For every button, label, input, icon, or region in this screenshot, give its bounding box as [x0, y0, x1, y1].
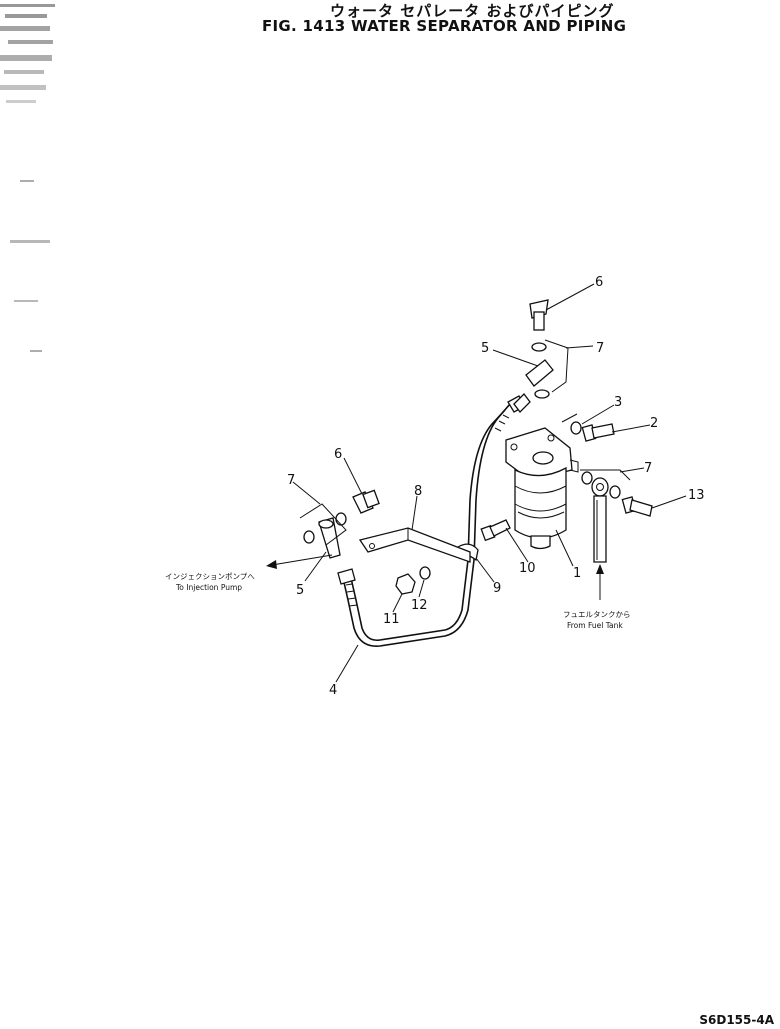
callout-7-top: 7 [596, 341, 604, 356]
callout-10: 10 [519, 561, 536, 576]
callout-4: 4 [329, 683, 337, 698]
callout-6-left: 6 [334, 447, 342, 462]
callout-1: 1 [573, 566, 581, 581]
flow-notes: インジェクションポンプへ To Injection Pump フュエルタンクから… [165, 572, 631, 630]
callout-2: 2 [650, 416, 658, 431]
figure-title: FIG. 1413 WATER SEPARATOR AND PIPING [262, 17, 627, 35]
note-to-pump-en: To Injection Pump [175, 583, 242, 592]
left-fittings [299, 489, 380, 559]
callout-13: 13 [688, 488, 705, 503]
callout-12: 12 [411, 598, 428, 613]
nut-and-washer [395, 566, 431, 595]
callout-5-top: 5 [481, 341, 489, 356]
tank-hose [580, 469, 653, 563]
callout-11: 11 [383, 612, 400, 627]
top-fittings [513, 299, 569, 413]
callout-5-left: 5 [296, 583, 304, 598]
note-from-tank-en: From Fuel Tank [567, 621, 623, 630]
water-separator [505, 427, 579, 550]
note-from-tank-jp: フュエルタンクから [563, 610, 631, 619]
note-to-pump-jp: インジェクションポンプへ [165, 572, 255, 581]
scan-noise [0, 4, 55, 352]
flow-arrows [266, 554, 604, 600]
callout-6-top: 6 [595, 275, 603, 290]
callout-7-right: 7 [644, 461, 652, 476]
leader-lines [292, 283, 687, 683]
callout-8: 8 [414, 484, 422, 499]
callout-7-left: 7 [287, 473, 295, 488]
mounting-bolt [480, 519, 511, 542]
drawing-code: S6D155-4A [699, 1013, 774, 1027]
callout-3: 3 [614, 395, 622, 410]
title-japanese: ウォータ セパレータ およびパイピング [330, 2, 615, 20]
callout-numbers: 6 5 7 3 2 7 13 6 7 8 5 1 10 9 12 11 4 [287, 275, 705, 698]
fuel-pipe [337, 395, 526, 647]
callout-9: 9 [493, 581, 501, 596]
arrow-to-pump-icon [266, 560, 277, 569]
arrow-from-tank-icon [596, 564, 604, 574]
bracket [358, 527, 471, 563]
side-bolt [561, 413, 615, 442]
